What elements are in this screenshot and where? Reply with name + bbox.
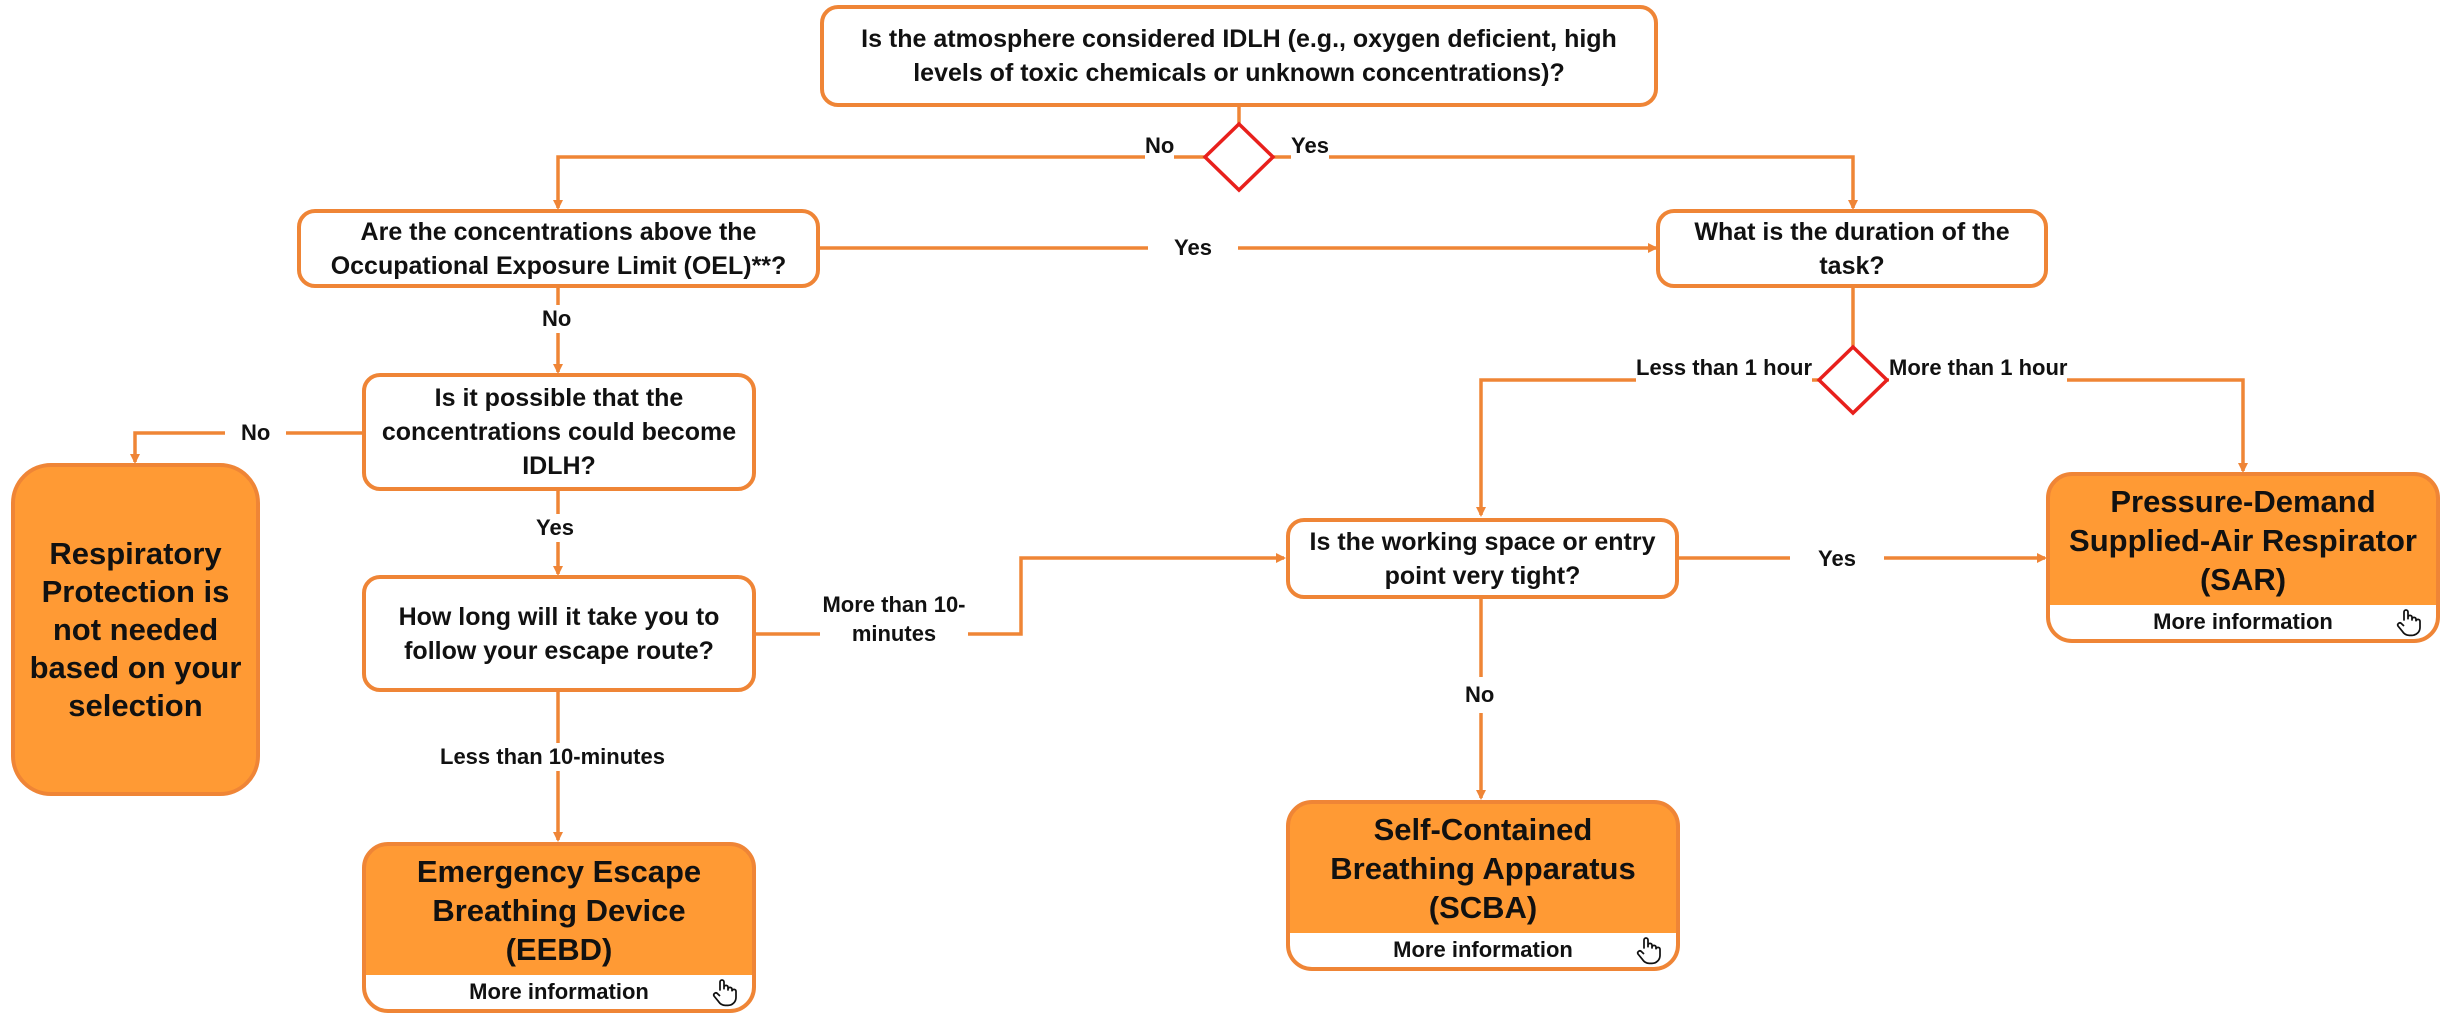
question-idlh: Is the atmosphere considered IDLH (e.g.,…: [820, 5, 1658, 107]
label-no-idlh: No: [1145, 132, 1175, 160]
result-sar-title: Pressure-Demand Supplied-Air Respirator …: [2069, 484, 2417, 597]
result-sar: Pressure-Demand Supplied-Air Respirator …: [2046, 472, 2440, 643]
more-information-label: More information: [469, 979, 649, 1004]
label-yes-oel: Yes: [1148, 234, 1238, 262]
label-no-possible: No: [225, 419, 287, 447]
result-eebd-title: Emergency Escape Breathing Device (EEBD): [416, 854, 702, 967]
question-tight-space: Is the working space or entry point very…: [1286, 518, 1679, 599]
hand-pointer-icon: [712, 979, 737, 1007]
label-no-tight: No: [1465, 677, 1495, 713]
label-more-1-hour: More than 1 hour: [1889, 354, 2068, 382]
result-scba-title: Self-Contained Breathing Apparatus (SCBA…: [1330, 812, 1636, 925]
question-escape-time: How long will it take you to follow your…: [362, 575, 756, 692]
label-yes-tight: Yes: [1790, 545, 1884, 573]
more-information-button-sar[interactable]: More information: [2050, 605, 2436, 639]
hand-pointer-icon: [1636, 937, 1661, 965]
more-information-button-scba[interactable]: More information: [1290, 933, 1676, 967]
question-oel: Are the concentrations above the Occupat…: [297, 209, 820, 288]
more-information-label: More information: [2153, 609, 2333, 634]
result-eebd: Emergency Escape Breathing Device (EEBD)…: [362, 842, 756, 1013]
label-more-10-minutes: More than 10-minutes: [820, 590, 968, 648]
more-information-button-eebd[interactable]: More information: [366, 975, 752, 1009]
label-no-oel: No: [542, 305, 572, 333]
question-possible-idlh: Is it possible that the concentrations c…: [362, 373, 756, 491]
decision-diamond-idlh: [1202, 121, 1276, 193]
label-less-1-hour: Less than 1 hour: [1636, 354, 1813, 382]
label-yes-possible: Yes: [536, 514, 574, 542]
result-not-needed: Respiratory Protection is not needed bas…: [11, 463, 260, 796]
hand-pointer-icon: [2396, 609, 2421, 637]
decision-diamond-duration: [1816, 344, 1890, 416]
label-yes-idlh: Yes: [1291, 132, 1329, 160]
question-duration: What is the duration of the task?: [1656, 209, 2048, 288]
more-information-label: More information: [1393, 937, 1573, 962]
result-scba: Self-Contained Breathing Apparatus (SCBA…: [1286, 800, 1680, 971]
label-less-10-minutes: Less than 10-minutes: [440, 743, 665, 771]
